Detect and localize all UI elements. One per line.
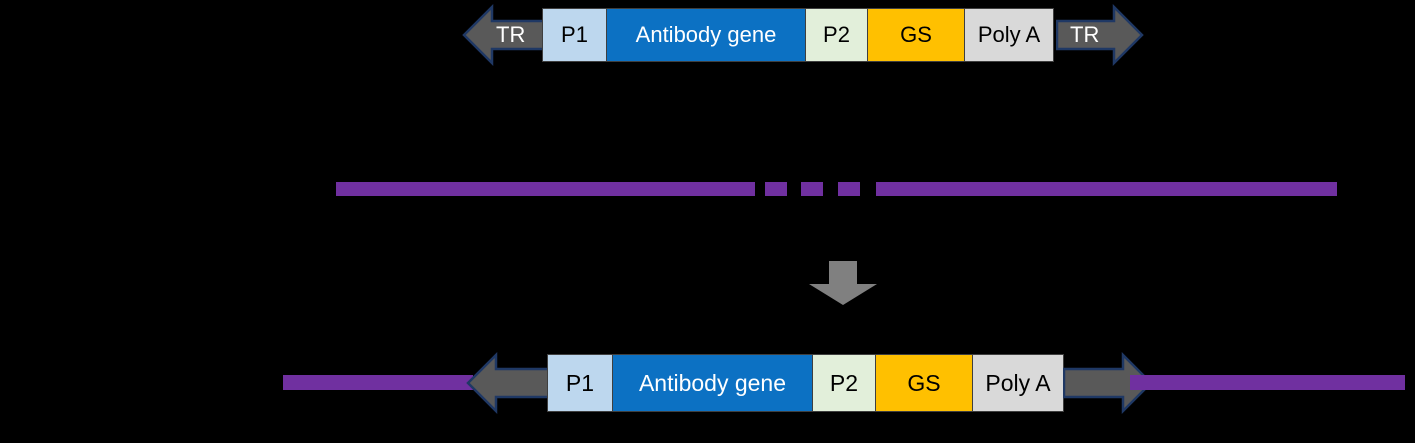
top-feature-p2: P2 <box>805 8 868 62</box>
top-construct: TR P1 Antibody gene P2 GS Poly A TR <box>0 0 1415 80</box>
bottom-feature-gs: GS <box>875 354 973 412</box>
bottom-feature-p1: P1 <box>547 354 613 412</box>
bottom-left-genomic-arm <box>283 375 473 390</box>
top-feature-antibody-gene: Antibody gene <box>606 8 806 62</box>
bottom-right-genomic-arm <box>1130 375 1405 390</box>
bottom-left-terminal-repeat-arrow <box>466 352 556 414</box>
bottom-feature-p2: P2 <box>812 354 876 412</box>
top-left-terminal-repeat-arrow <box>462 4 550 66</box>
top-feature-gs: GS <box>867 8 965 62</box>
dna-segment-dash-1 <box>765 182 787 196</box>
top-right-terminal-repeat-arrow <box>1056 4 1144 66</box>
dna-segment-solid-right <box>876 182 1337 196</box>
bottom-feature-poly-a: Poly A <box>972 354 1064 412</box>
integration-step-arrow <box>809 261 877 305</box>
dna-segment-solid-left <box>336 182 755 196</box>
top-feature-p1: P1 <box>542 8 607 62</box>
top-feature-row: P1 Antibody gene P2 GS Poly A <box>542 8 1054 62</box>
dna-segment-dash-3 <box>838 182 860 196</box>
top-feature-poly-a: Poly A <box>964 8 1054 62</box>
dna-segment-dash-2 <box>801 182 823 196</box>
bottom-construct: TR P1 Antibody gene P2 GS Poly A TR <box>0 340 1415 440</box>
bottom-right-terminal-repeat-arrow <box>1063 352 1153 414</box>
bottom-feature-antibody-gene: Antibody gene <box>612 354 813 412</box>
bottom-feature-row: P1 Antibody gene P2 GS Poly A <box>547 354 1064 412</box>
